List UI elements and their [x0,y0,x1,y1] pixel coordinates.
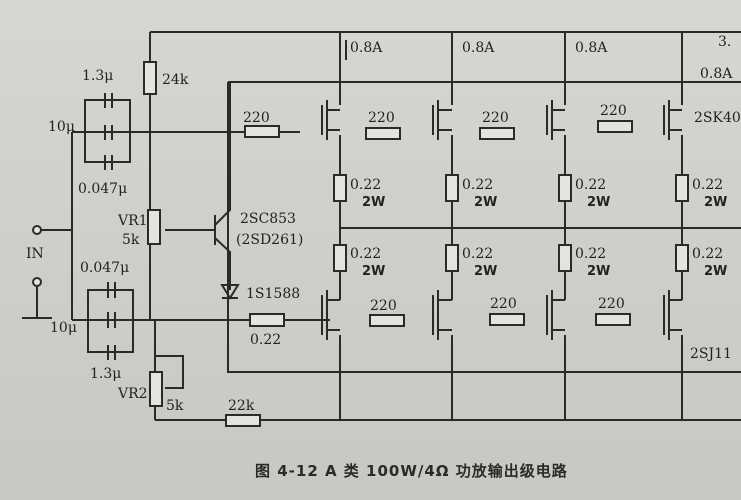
svg-text:5k: 5k [166,398,184,414]
svg-text:2W: 2W [704,264,727,279]
svg-text:2SC853: 2SC853 [240,211,296,227]
svg-text:0.8A: 0.8A [700,66,733,82]
svg-text:VR2: VR2 [117,386,148,402]
potentiometer-vr2[interactable] [149,371,163,407]
svg-text:0.22: 0.22 [250,332,281,348]
svg-text:2W: 2W [704,195,727,210]
svg-text:1.3μ: 1.3μ [90,366,121,382]
stage-4: 0.8A 3. 2SK40 0.22 2W 0.22 2W 2SJ11 220 … [595,32,741,420]
svg-text:0.8A: 0.8A [575,40,608,56]
svg-text:10μ: 10μ [48,119,75,135]
svg-text:2SJ11: 2SJ11 [690,346,732,362]
svg-text:220: 220 [490,296,517,312]
svg-text:VR1: VR1 [117,213,148,229]
svg-text:2W: 2W [362,195,385,210]
svg-text:220: 220 [482,110,509,126]
svg-text:0.22: 0.22 [575,246,606,262]
svg-text:IN: IN [26,246,44,262]
svg-text:0.22: 0.22 [575,177,606,193]
svg-text:0.8A: 0.8A [462,40,495,56]
svg-text:0.047μ: 0.047μ [80,260,129,276]
stage-3: 0.8A 0.22 2W 0.22 2W 220 220 [479,32,610,420]
svg-text:220: 220 [243,110,270,126]
svg-text:2W: 2W [474,195,497,210]
resistor-24k [143,61,157,95]
svg-text:2W: 2W [474,264,497,279]
potentiometer-vr1[interactable] [147,209,161,245]
stage-2: 0.8A 0.22 2W 0.22 2W 220 220 [365,32,497,420]
svg-text:0.22: 0.22 [350,246,381,262]
svg-text:10μ: 10μ [50,320,77,336]
svg-text:2W: 2W [587,195,610,210]
figure-caption: 图 4-12 A 类 100W/4Ω 功放输出级电路 [255,462,568,480]
svg-text:22k: 22k [228,398,255,414]
svg-text:5k: 5k [122,232,140,248]
svg-text:2SK40: 2SK40 [694,110,741,126]
svg-text:2W: 2W [362,264,385,279]
svg-text:0.047μ: 0.047μ [78,181,127,197]
svg-text:0.22: 0.22 [692,246,723,262]
svg-text:1.3μ: 1.3μ [82,68,113,84]
svg-text:2W: 2W [587,264,610,279]
svg-text:220: 220 [598,296,625,312]
svg-text:0.8A: 0.8A [350,40,383,56]
svg-text:(2SD261): (2SD261) [236,232,303,248]
svg-text:0.22: 0.22 [692,177,723,193]
svg-text:220: 220 [368,110,395,126]
svg-text:0.22: 0.22 [350,177,381,193]
svg-text:1S1588: 1S1588 [246,286,300,302]
svg-text:0.22: 0.22 [462,177,493,193]
stage-1: 0.8A 0.22 2W 0.22 2W 220 [243,32,385,420]
svg-text:220: 220 [600,103,627,119]
svg-text:24k: 24k [162,72,189,88]
svg-text:3.: 3. [718,34,731,50]
svg-text:0.22: 0.22 [462,246,493,262]
svg-text:220: 220 [370,298,397,314]
